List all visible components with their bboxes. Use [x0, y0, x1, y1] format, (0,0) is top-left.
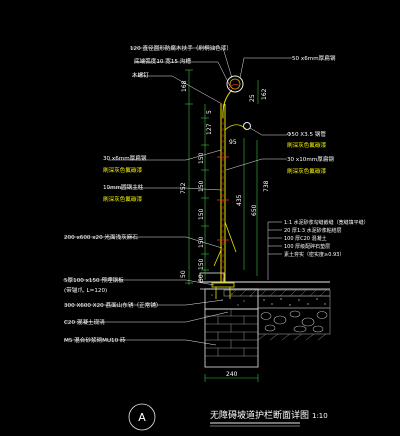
dim-162: 162	[261, 88, 268, 100]
railing	[213, 75, 251, 283]
dim-50: 50	[180, 270, 187, 278]
dim-168: 168	[181, 80, 188, 92]
left-annotations: 120 直径圆形防腐木扶手（刷桐油色漆） 底端弧度10 宽15 沟槽 木螺钉 3…	[64, 44, 232, 344]
detail-circle	[128, 403, 156, 431]
leader-lines	[63, 47, 292, 346]
detail-label: A	[138, 411, 146, 424]
annotation-paint-3: 刷深灰色氟碳漆	[287, 141, 327, 149]
drawing-scale: 1:10	[312, 412, 328, 420]
dim-752: 752	[180, 182, 187, 194]
dim-150a: 150	[198, 152, 205, 164]
layer-concrete: 100 厚C20 混凝土	[284, 235, 327, 242]
annotation-wood-screw: 木螺钉	[132, 71, 149, 79]
annotation-concrete: C20 混凝土现浇	[64, 318, 105, 326]
annotation-paint-1: 刷深灰色氟碳漆	[103, 166, 143, 174]
dim-95: 95	[229, 139, 237, 146]
dim-150e: 150	[198, 258, 205, 270]
foundation	[199, 272, 331, 368]
layer-annotations: 1:1 水泥砂浆勾缝嵌缝（宽缝填平缝） 20 厚1:3 水泥砂浆粘结层 100 …	[284, 219, 369, 258]
dim-738: 738	[263, 180, 270, 192]
annotation-paint-2: 刷深灰色氟碳漆	[103, 195, 143, 203]
annotation-steel-pipe: Φ50 X3.5 钢管	[287, 130, 326, 138]
dimension-texts: 168 25 162 5 127 95 150 150 752 435 650 …	[180, 80, 270, 378]
annotation-paint-4: 刷深灰色氟碳漆	[287, 167, 327, 175]
dimension-lines	[185, 69, 259, 382]
dim-127: 127	[206, 123, 213, 135]
layer-mortar: 20 厚1:3 水泥砂浆粘结层	[284, 227, 342, 234]
drawing-title: 无障碍坡道护栏断面详图	[210, 409, 309, 421]
dim-150b: 150	[198, 180, 205, 192]
annotation-handrail: 120 直径圆形防腐木扶手（刷桐油色漆）	[130, 44, 232, 52]
annotation-embedded-plate: 5厚100 x150 预埋钢板	[64, 276, 124, 284]
right-annotations: 50 x6mm厚扁钢 Φ50 X3.5 钢管 刷深灰色氟碳漆 30 x10mm厚…	[287, 54, 336, 175]
annotation-flat-steel-50x6: 50 x6mm厚扁钢	[292, 54, 336, 62]
annotation-brick: M5 混合砂浆砌MU10 砖	[64, 336, 126, 344]
annotation-groove: 底端弧度10 宽15 沟槽	[134, 57, 191, 65]
annotation-flat-steel-30x10: 30 x10mm厚扁钢	[287, 155, 334, 163]
dim-50b: 50	[198, 274, 205, 282]
dim-150d: 150	[198, 236, 205, 248]
dim-150c: 150	[198, 208, 205, 220]
dim-435: 435	[236, 194, 243, 206]
layer-soil: 素土夯实（密实度≥0.93）	[284, 251, 344, 258]
annotation-round-steel: 10mm圆钢主柱	[103, 183, 144, 191]
layer-joint: 1:1 水泥砂浆勾缝嵌缝（宽缝填平缝）	[284, 219, 369, 226]
layer-gravel: 100 厚级配碎石垫层	[284, 243, 330, 250]
annotation-granite: 200 x600 x20 光面浅灰麻石	[64, 233, 138, 241]
annotation-anchor: (带锚爪, L=120)	[64, 286, 107, 294]
dim-240: 240	[226, 371, 238, 378]
annotation-paving: 300 X600 X20 荔面山东锈（正常铺）	[64, 301, 161, 309]
dim-5: 5	[206, 110, 213, 114]
annotation-flat-steel-30x6: 30 x6mm厚扁钢	[103, 154, 147, 162]
dim-650: 650	[251, 204, 258, 216]
title-block: A 无障碍坡道护栏断面详图 1:10	[128, 403, 328, 431]
dim-25: 25	[249, 94, 256, 102]
